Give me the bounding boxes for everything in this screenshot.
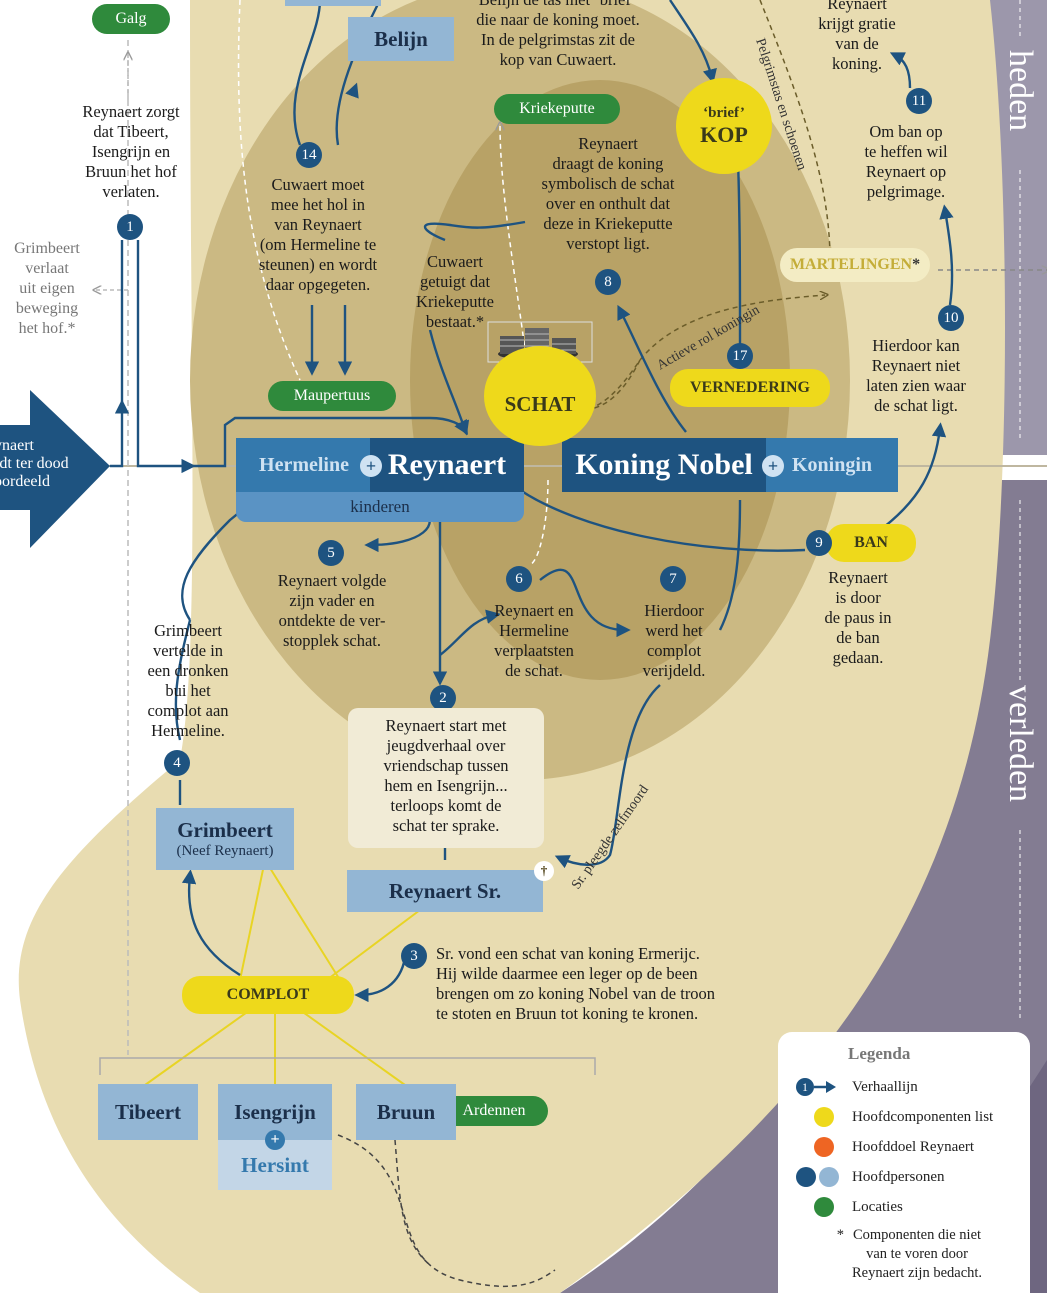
step-1: 1 xyxy=(117,214,143,240)
belijn-top-box xyxy=(285,0,381,6)
legend-hoofdpersonen: Hoofdpersonen xyxy=(796,1162,1030,1192)
orange-dot-icon xyxy=(814,1137,834,1157)
hermeline-box: Hermeline xyxy=(236,438,372,492)
kinderen-label: kinderen xyxy=(350,497,410,516)
step-5: 5 xyxy=(318,540,344,566)
location-galg: Galg xyxy=(92,4,170,34)
legend-verhaallijn-icon: 1 xyxy=(796,1078,814,1096)
arrow-right-icon xyxy=(814,1081,836,1093)
koning-nobel-box: Koning Nobel xyxy=(562,438,766,492)
location-kriekeputte: Kriekeputte xyxy=(494,94,620,124)
location-ardennen: Ardennen xyxy=(440,1096,548,1126)
step-8: 8 xyxy=(595,269,621,295)
left-arrow-text: ynaertrdt ter doodoordeeld xyxy=(0,437,69,490)
ermerijc-text: Sr. vond een schat van koning Ermerijc.H… xyxy=(436,944,716,1023)
step-4: 4 xyxy=(164,750,190,776)
heden-label: heden xyxy=(1002,50,1039,131)
plus-icon: + xyxy=(360,455,382,477)
location-maupertuus: Maupertuus xyxy=(268,381,396,411)
plus-icon: + xyxy=(265,1130,285,1150)
legend-hoofddoel: Hoofddoel Reynaert xyxy=(796,1132,1030,1162)
plus-icon: + xyxy=(762,455,784,477)
bruun-box: Bruun xyxy=(356,1084,456,1140)
neef-label: (Neef Reynaert) xyxy=(176,843,274,859)
legend-verhaallijn: 1 Verhaallijn xyxy=(796,1072,1030,1102)
step-7: 7 xyxy=(660,566,686,592)
reynaert-label: Reynaert xyxy=(387,448,507,481)
koningin-box: Koningin xyxy=(766,438,898,492)
step-6: 6 xyxy=(506,566,532,592)
reynaert-box: Reynaert xyxy=(370,438,524,492)
inner-ellipse xyxy=(410,80,790,680)
legend-list: Hoofdcomponenten list xyxy=(796,1102,1030,1132)
component-kop: ‘brief’ KOP xyxy=(676,78,772,174)
koning-nobel-label: Koning Nobel xyxy=(575,448,753,481)
legend: Legenda 1 Verhaallijn Hoofdcomponenten l… xyxy=(778,1032,1030,1293)
step-2: 2 xyxy=(430,685,456,711)
belijn-box: Belijn xyxy=(348,17,454,61)
star-mark: * xyxy=(912,256,921,273)
step-11: 11 xyxy=(906,88,932,114)
step-3: 3 xyxy=(401,943,427,969)
step-14: 14 xyxy=(296,142,322,168)
lightblue-dot-icon xyxy=(819,1167,839,1187)
isengrijn-box: Isengrijn xyxy=(218,1084,332,1140)
component-schat: SCHAT xyxy=(484,346,596,446)
step-9: 9 xyxy=(806,530,832,556)
component-vernedering: VERNEDERING xyxy=(670,369,830,407)
legend-locaties: Locaties xyxy=(796,1192,1030,1222)
grimbeert-label: Grimbeert xyxy=(177,818,273,842)
component-martelingen: MARTELINGEN* xyxy=(780,248,930,282)
step-17: 17 xyxy=(727,343,753,369)
reynaert-sr-box: Reynaert Sr. xyxy=(347,870,543,912)
kinderen-box: kinderen xyxy=(236,492,524,522)
component-ban: BAN xyxy=(826,524,916,562)
verleden-label: verleden xyxy=(1002,685,1039,802)
hermeline-label: Hermeline xyxy=(259,453,349,476)
koningin-label: Koningin xyxy=(791,453,873,476)
cross-icon: † xyxy=(534,861,554,881)
kop-label: KOP xyxy=(700,121,748,147)
brief-label: ‘brief’ xyxy=(703,104,745,121)
belijn-top-text: Belijn de tas met ‘brief’die naar de kon… xyxy=(476,0,640,69)
legend-title: Legenda xyxy=(848,1044,911,1063)
darkblue-dot-icon xyxy=(796,1167,816,1187)
green-dot-icon xyxy=(814,1197,834,1217)
tibeert-box: Tibeert xyxy=(98,1084,198,1140)
component-complot: COMPLOT xyxy=(182,976,354,1014)
start-arrow xyxy=(0,390,110,548)
grimbeert-box: Grimbeert (Neef Reynaert) xyxy=(156,808,294,870)
yellow-dot-icon xyxy=(814,1107,834,1127)
step-10: 10 xyxy=(938,305,964,331)
martelingen-label: MARTELINGEN xyxy=(789,256,913,273)
